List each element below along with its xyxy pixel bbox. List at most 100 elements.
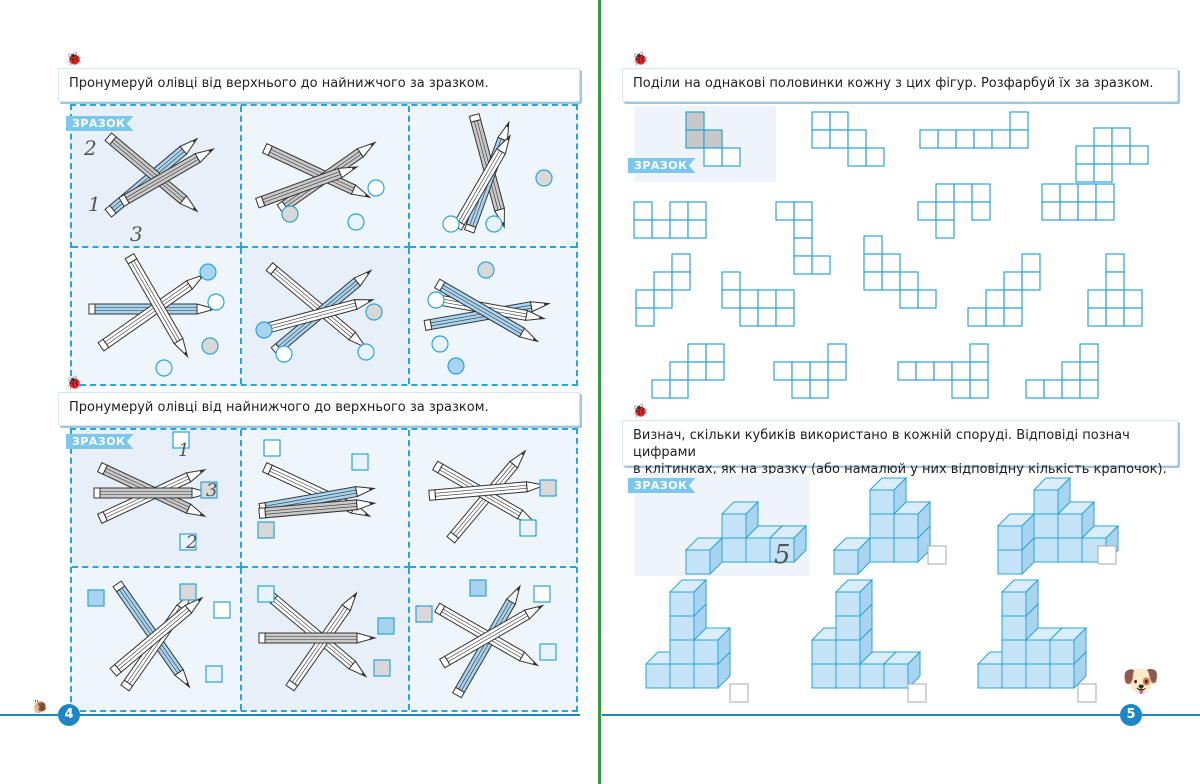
cube-building (976, 578, 1088, 690)
sample-ribbon: ЗРАЗОК (66, 116, 134, 131)
exercise-cell (242, 106, 410, 248)
answer-box (87, 589, 105, 607)
grid-shape (775, 201, 831, 275)
ladybug-icon: 🐞 (632, 404, 649, 419)
answer-box (179, 583, 197, 601)
answer-box (519, 519, 537, 537)
cube-building (832, 476, 932, 576)
pencil (428, 481, 547, 501)
sample-number: 3 (130, 222, 143, 246)
answer-circle (199, 263, 217, 281)
answer-circle (427, 291, 445, 309)
pencil (104, 132, 199, 213)
pencil (112, 580, 191, 689)
answer-circle (255, 321, 273, 339)
pencils-drawing-2 (87, 431, 557, 699)
snail-icon: 🐌 (32, 700, 49, 715)
grid-shape (1025, 343, 1099, 399)
grid-shape (1075, 127, 1149, 183)
pencil (93, 487, 212, 499)
grid-shape (635, 253, 691, 327)
grid-shape (1087, 253, 1143, 327)
sample-number: 1 (88, 192, 101, 216)
answer-box (539, 479, 557, 497)
answer-box (373, 659, 391, 677)
answer-circle (275, 345, 293, 363)
task-text: Пронумеруй олівці від верхнього до найни… (69, 76, 489, 91)
answer-box (377, 617, 395, 635)
answer-circle (367, 179, 385, 197)
exercise-cell (72, 248, 242, 384)
sample-ribbon: ЗРАЗОК (628, 158, 696, 173)
grid-shape (919, 111, 1029, 149)
answer-circle (447, 357, 465, 375)
pencil (258, 499, 377, 519)
answer-box (200, 481, 218, 499)
task-instruction-3: Поділи на однакові половинки кожну з цих… (622, 68, 1178, 102)
task-text: Поділи на однакові половинки кожну з цих… (633, 76, 1154, 91)
exercise-cell (410, 430, 576, 568)
pencil (124, 252, 189, 359)
pencil (255, 166, 359, 209)
answer-box (533, 585, 551, 603)
answer-box (469, 579, 487, 597)
answer-box (263, 439, 281, 457)
book-spine (598, 0, 601, 784)
page-number: 5 (1120, 704, 1142, 726)
sample-number: 1 (178, 440, 190, 461)
answer-circle (155, 359, 173, 377)
answer-circle (477, 261, 495, 279)
task-text-line: Визнач, скільки кубиків використано в ко… (633, 428, 1130, 460)
sample-number: 3 (206, 480, 218, 501)
answer-circle (201, 337, 219, 355)
sample-answer: 5 (774, 540, 791, 570)
answer-circle (207, 293, 225, 311)
left-page: 🐞 Пронумеруй олівці від верхнього до най… (0, 0, 598, 784)
answer-box (1097, 545, 1117, 565)
sample-ribbon: ЗРАЗОК (66, 434, 134, 449)
pencil (451, 134, 511, 231)
pencil (261, 143, 372, 199)
exercise-cell (410, 106, 576, 248)
grid-shape (811, 111, 885, 167)
cube-building (644, 578, 732, 690)
task-instruction-2: Пронумеруй олівці від найнижчого до верх… (58, 392, 580, 426)
grid-shape (651, 343, 725, 399)
task-instruction-1: Пронумеруй олівці від верхнього до найни… (58, 68, 580, 102)
exercise-cell (242, 430, 410, 568)
sample-number: 2 (186, 532, 198, 553)
grid-shape (773, 343, 847, 399)
page-baseline (602, 714, 1120, 716)
pencil (109, 596, 204, 677)
pencil (97, 273, 206, 352)
page-number: 4 (58, 704, 80, 726)
answer-circle (442, 215, 460, 233)
answer-circle (535, 169, 553, 187)
page-baseline (80, 714, 580, 716)
sample-number: 2 (84, 136, 97, 160)
answer-box (172, 431, 190, 449)
answer-box (927, 545, 947, 565)
task-text-line: в клітинках, як на зразку (або намалюй у… (633, 462, 1167, 477)
cube-buildings-drawing (644, 476, 1120, 703)
answer-box (213, 601, 231, 619)
task-instruction-4: Визнач, скільки кубиків використано в ко… (622, 420, 1178, 477)
pencil (433, 602, 540, 667)
answer-box (257, 585, 275, 603)
page-baseline (0, 714, 58, 716)
answer-circle (485, 215, 503, 233)
grid-shape (1041, 183, 1115, 221)
right-page: 🐞 Поділи на однакові половинки кожну з ц… (602, 0, 1200, 784)
ladybug-icon: 🐞 (66, 376, 83, 391)
page-baseline (1142, 714, 1200, 716)
grid-shape (863, 235, 937, 309)
answer-box (351, 453, 369, 471)
answer-circle (357, 343, 375, 361)
answer-box (539, 643, 557, 661)
answer-circle (365, 303, 383, 321)
answer-circle (431, 335, 449, 353)
answer-box (205, 665, 223, 683)
pencil (438, 604, 545, 669)
grid-shape (633, 201, 707, 239)
pencil (118, 148, 215, 208)
